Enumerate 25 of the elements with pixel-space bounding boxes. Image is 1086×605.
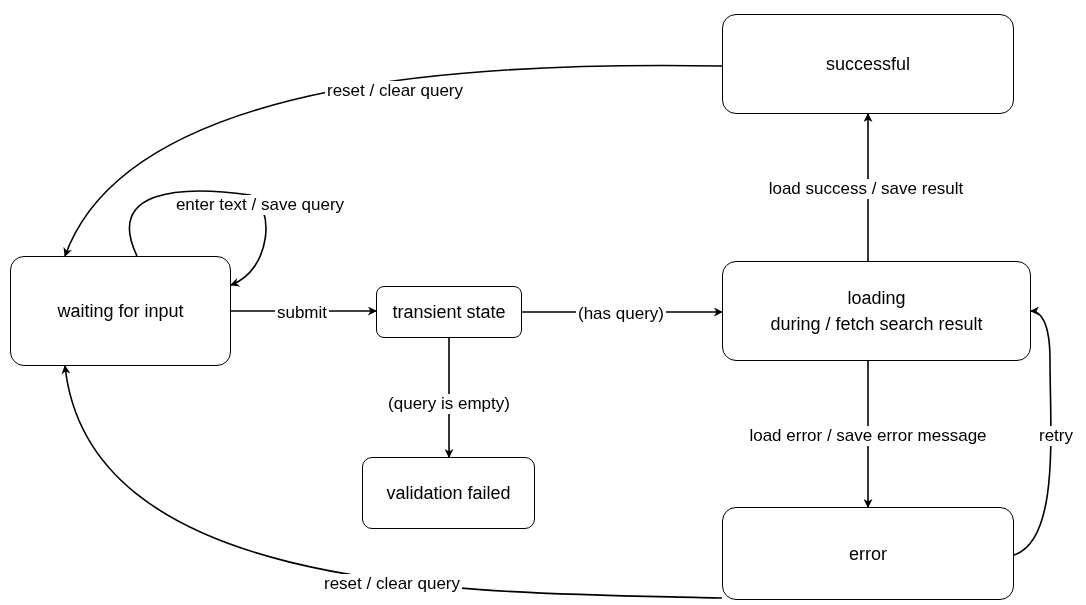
arrow [863, 360, 873, 508]
state-box [722, 14, 1014, 114]
state-name: loading [847, 287, 906, 310]
state-box [362, 457, 535, 529]
state-box [10, 256, 231, 366]
state-name: during / fetch search result [770, 313, 983, 336]
edge-label: load error / save error message [747, 426, 989, 446]
state-box [376, 286, 522, 338]
state-name: successful [825, 53, 910, 76]
state-box [722, 507, 1014, 600]
arrow [128, 190, 267, 286]
arrow [863, 113, 873, 262]
edge-label: enter text / save query [173, 195, 347, 215]
state-name: waiting for input [57, 300, 184, 323]
edge-label: (has query) [576, 304, 666, 324]
state-name: error [849, 542, 887, 566]
arrow [64, 64, 723, 257]
edge-label: (query is empty) [386, 394, 512, 414]
edge-label: reset / clear query [324, 81, 466, 101]
state-box [722, 261, 1031, 361]
state-name: validation failed [386, 482, 511, 505]
state-name: transient state [392, 301, 506, 324]
edge-label: retry [1037, 426, 1075, 446]
edge-label: load success / save result [766, 179, 966, 199]
arrow [1013, 307, 1052, 556]
